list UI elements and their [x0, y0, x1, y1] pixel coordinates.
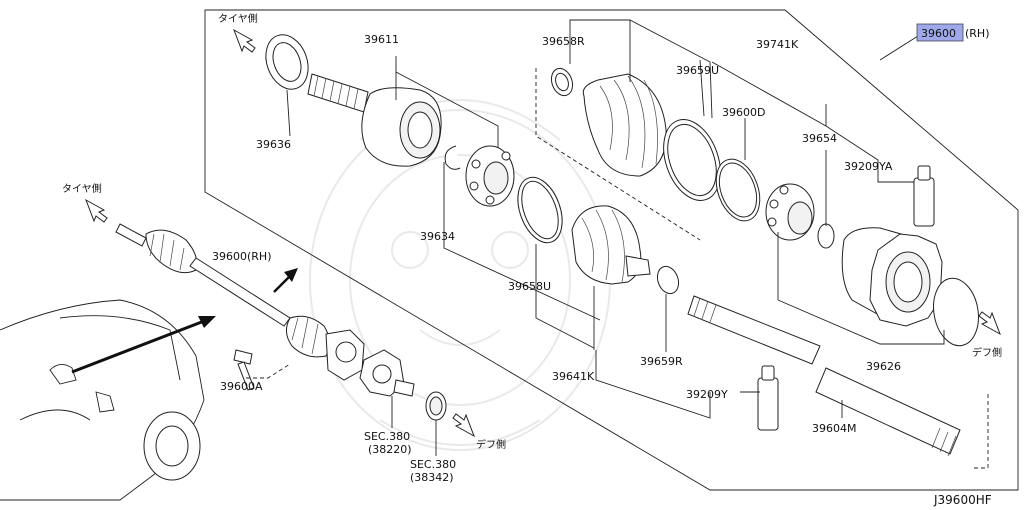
- arrow-icon: [452, 413, 475, 438]
- label-39209y[interactable]: 39209Y: [686, 388, 728, 401]
- part-39659u-band[interactable]: [653, 112, 731, 209]
- label-39626[interactable]: 39626: [866, 360, 901, 373]
- part-sec380-38220-flange[interactable]: [359, 349, 415, 397]
- driveshaft-assembly-rh[interactable]: [115, 223, 365, 381]
- watermark-emblem: [309, 99, 611, 451]
- label-39659u[interactable]: 39659U: [676, 64, 719, 77]
- part-39604m-shaft[interactable]: [687, 295, 961, 457]
- part-cap-disc[interactable]: [928, 275, 983, 350]
- direction-tire-side-top: タイヤ側: [218, 12, 258, 53]
- part-39659r-clamp[interactable]: [654, 263, 682, 296]
- arrow-icon: [85, 198, 108, 223]
- label-39658u[interactable]: 39658U: [508, 280, 551, 293]
- label-sec380-38220-ref: (38220): [368, 443, 412, 456]
- location-arrow-small: [273, 268, 298, 293]
- part-39626-housing[interactable]: [841, 227, 943, 327]
- label-39654[interactable]: 39654: [802, 132, 837, 145]
- arrow-icon: [978, 311, 1001, 336]
- label-39641k[interactable]: 39641K: [552, 370, 595, 383]
- part-39611-outer-joint[interactable]: [307, 73, 442, 167]
- assembly-side-suffix: (RH): [965, 27, 990, 40]
- part-39600d-ring[interactable]: [708, 153, 767, 227]
- part-sec380-38342-seal[interactable]: [425, 391, 447, 421]
- label-sec380-38220[interactable]: SEC.380: [364, 430, 410, 443]
- part-39741k-boot[interactable]: [582, 73, 667, 177]
- arrow-icon: [233, 28, 256, 53]
- part-39658r-clamp[interactable]: [548, 65, 576, 98]
- diagram-code: J39600HF: [933, 493, 992, 507]
- part-inner-race[interactable]: [465, 145, 515, 207]
- direction-label: デフ側: [972, 346, 1002, 359]
- direction-label: タイヤ側: [62, 182, 102, 195]
- part-39654-snap-ring[interactable]: [817, 223, 835, 249]
- label-sec380-38342[interactable]: SEC.380: [410, 458, 456, 471]
- part-39209ya-grease[interactable]: [913, 165, 935, 227]
- label-39600-rh-shaft[interactable]: 39600(RH): [212, 250, 272, 263]
- label-39600a[interactable]: 39600A: [220, 380, 263, 393]
- assembly-label-39600-rh[interactable]: 39600 (RH): [916, 23, 990, 42]
- part-39658u-band[interactable]: [510, 171, 571, 249]
- assembly-part-number: 39600: [921, 27, 956, 40]
- part-39636-seal[interactable]: [259, 29, 316, 95]
- label-sec380-38342-ref: (38342): [410, 471, 454, 484]
- part-39634-circlip[interactable]: [444, 145, 461, 170]
- vehicle-silhouette: [0, 299, 205, 501]
- part-39600a-bolt[interactable]: [233, 349, 255, 391]
- direction-tire-side-left: タイヤ側: [62, 182, 108, 223]
- label-39611[interactable]: 39611: [364, 33, 399, 46]
- part-labels: 39611 39636 39634 39658R 39659U 39741K 3…: [212, 33, 901, 484]
- label-39658r[interactable]: 39658R: [542, 35, 585, 48]
- subassembly-dashed-frame: [535, 68, 989, 469]
- label-39659r[interactable]: 39659R: [640, 355, 683, 368]
- label-39636[interactable]: 39636: [256, 138, 291, 151]
- label-39604m[interactable]: 39604M: [812, 422, 856, 435]
- label-39741k[interactable]: 39741K: [756, 38, 799, 51]
- leader-lines: [246, 19, 945, 456]
- assembly-frame: [204, 9, 1019, 491]
- label-39600d[interactable]: 39600D: [722, 106, 765, 119]
- direction-diff-side-right: デフ側: [972, 311, 1002, 359]
- part-inner-race-2[interactable]: [765, 183, 815, 241]
- direction-diff-side-bottom: デフ側: [452, 413, 506, 451]
- direction-label: デフ側: [476, 438, 506, 451]
- label-39209ya[interactable]: 39209YA: [844, 160, 893, 173]
- location-arrow-large: [71, 316, 216, 374]
- part-39641k-boot[interactable]: [571, 205, 651, 285]
- label-39634[interactable]: 39634: [420, 230, 455, 243]
- part-39209y-grease[interactable]: [757, 365, 779, 431]
- direction-label: タイヤ側: [218, 12, 258, 25]
